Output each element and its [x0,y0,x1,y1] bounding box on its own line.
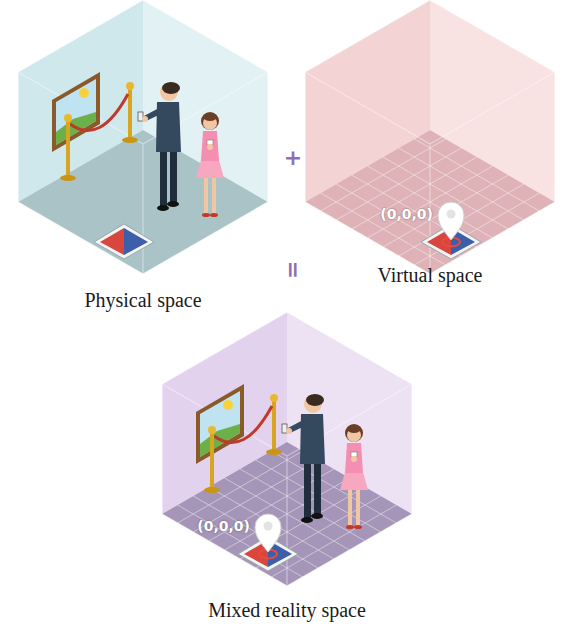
origin-pin [255,514,281,559]
cube-edges [305,0,555,274]
virtual-cube [305,0,555,274]
space-caption: Mixed reality space [208,598,366,622]
gallery-scene [196,384,368,529]
coordinate-label: (0,0,0) [380,205,433,223]
plus-operator: + [284,145,302,171]
space-caption: Physical space [84,288,201,312]
physical-cube [18,0,268,274]
gallery-scene [52,72,224,217]
cube-edges [162,312,412,586]
space-caption: Virtual space [378,263,483,287]
space-panel: Physical space [18,0,268,312]
space-panel: Mixed reality space [162,312,412,622]
space-panel: Virtual space [305,0,555,287]
ar-marker [94,224,154,259]
mixed-cube [162,312,412,586]
coordinate-label: (0,0,0) [197,517,250,535]
origin-pin [438,202,464,247]
equals-operator: = [280,261,306,279]
cube-edges [18,0,268,274]
